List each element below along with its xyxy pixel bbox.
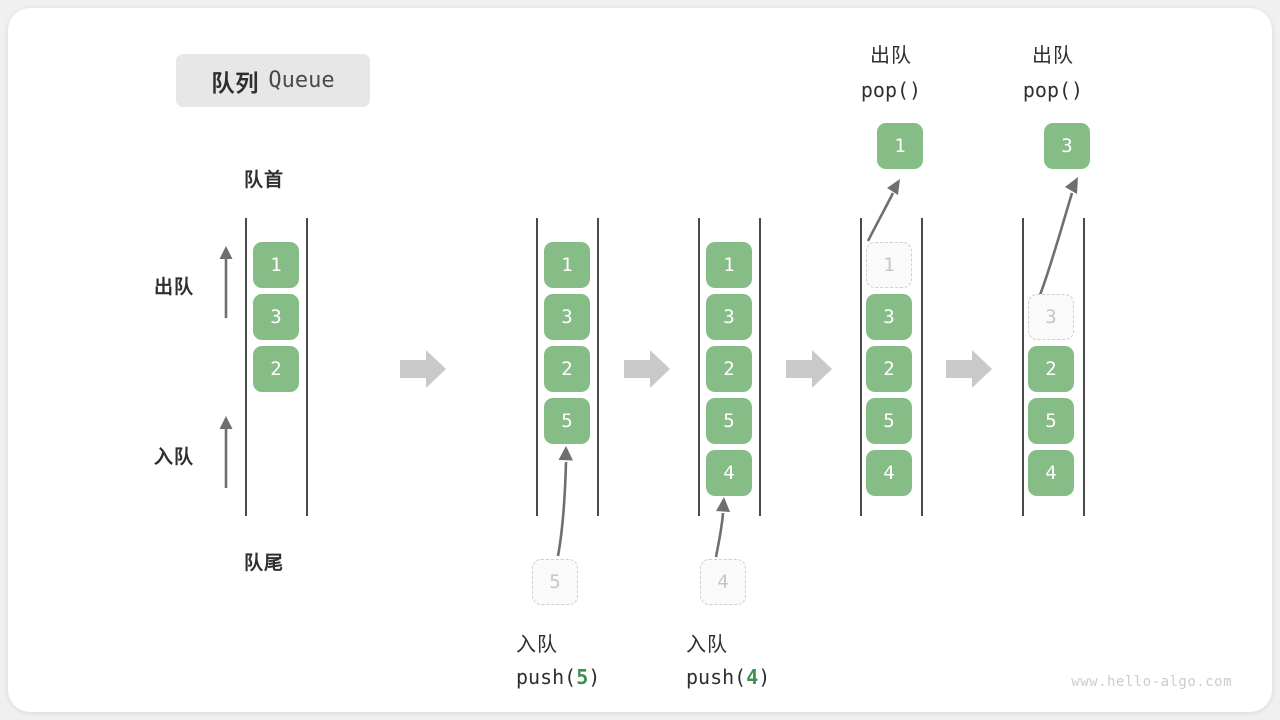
queue-rail-right <box>597 218 599 516</box>
queue-cell: 4 <box>866 450 912 496</box>
queue-cell: 1 <box>253 242 299 288</box>
outgoing-ghost-cell: 3 <box>1028 294 1074 340</box>
caption-code-number: 4 <box>746 665 759 689</box>
watermark: www.hello-algo.com <box>1071 674 1232 690</box>
caption-chinese: 入队 <box>516 632 558 656</box>
incoming-ghost-cell: 5 <box>532 559 578 605</box>
queue-cell: 3 <box>544 294 590 340</box>
queue-rail-left <box>698 218 700 516</box>
queue-cell-new: 5 <box>544 398 590 444</box>
dequeue-motion-arrow-icon <box>866 179 900 242</box>
queue-cell: 4 <box>1028 450 1074 496</box>
popped-cell: 3 <box>1044 123 1090 169</box>
queue-cell: 2 <box>253 346 299 392</box>
queue-rail-right <box>759 218 761 516</box>
caption-code-prefix: push( <box>516 665 577 689</box>
queue-cell: 5 <box>1028 398 1074 444</box>
outgoing-ghost-cell: 1 <box>866 242 912 288</box>
column-caption-pop3: 出队 pop() <box>1022 38 1084 108</box>
queue-head-label: 队首 <box>244 169 285 191</box>
title-chinese: 队列 <box>211 70 260 97</box>
queue-cell: 3 <box>866 294 912 340</box>
caption-code-suffix: ) <box>588 665 601 689</box>
caption-chinese: 出队 <box>1032 43 1074 67</box>
enqueue-motion-arrow-icon <box>714 497 730 558</box>
step-arrow-right-icon <box>400 350 446 388</box>
queue-rail-left <box>1022 218 1024 516</box>
queue-cell: 2 <box>544 346 590 392</box>
diagram-card: 队列 Queue 队首 队尾 出队 入队 1 3 2 <box>8 8 1272 712</box>
caption-code-suffix: ) <box>758 665 771 689</box>
queue-rail-left <box>245 218 247 516</box>
queue-cell: 1 <box>544 242 590 288</box>
queue-cell: 2 <box>866 346 912 392</box>
enqueue-direction-label: 入队 <box>154 446 195 468</box>
enqueue-direction-arrow-icon <box>219 416 233 488</box>
queue-rail-left <box>860 218 862 516</box>
caption-chinese: 入队 <box>686 632 728 656</box>
queue-cell: 1 <box>706 242 752 288</box>
caption-code: pop() <box>860 78 922 102</box>
diagram-title-badge: 队列 Queue <box>176 54 370 107</box>
column-caption-push4: 入队 push(4) <box>686 628 770 694</box>
caption-code: pop() <box>1022 78 1084 102</box>
caption-code-number: 5 <box>576 665 589 689</box>
queue-cell: 5 <box>706 398 752 444</box>
dequeue-motion-arrow-icon <box>1038 177 1078 296</box>
queue-cell: 3 <box>253 294 299 340</box>
caption-code-prefix: push( <box>686 665 747 689</box>
popped-cell: 1 <box>877 123 923 169</box>
queue-rail-left <box>536 218 538 516</box>
queue-cell-new: 4 <box>706 450 752 496</box>
queue-rail-right <box>306 218 308 516</box>
queue-cell: 2 <box>706 346 752 392</box>
caption-chinese: 出队 <box>870 43 912 67</box>
step-arrow-right-icon <box>946 350 992 388</box>
dequeue-direction-arrow-icon <box>219 246 233 318</box>
queue-rail-right <box>921 218 923 516</box>
step-arrow-right-icon <box>786 350 832 388</box>
queue-cell: 3 <box>706 294 752 340</box>
queue-tail-label: 队尾 <box>244 552 285 574</box>
queue-rail-right <box>1083 218 1085 516</box>
step-arrow-right-icon <box>624 350 670 388</box>
title-english: Queue <box>268 68 335 93</box>
incoming-ghost-cell: 4 <box>700 559 746 605</box>
enqueue-motion-arrow-icon <box>556 446 573 557</box>
queue-cell: 2 <box>1028 346 1074 392</box>
dequeue-direction-label: 出队 <box>154 276 195 298</box>
column-caption-pop1: 出队 pop() <box>860 38 922 108</box>
queue-cell: 5 <box>866 398 912 444</box>
column-caption-push5: 入队 push(5) <box>516 628 600 694</box>
